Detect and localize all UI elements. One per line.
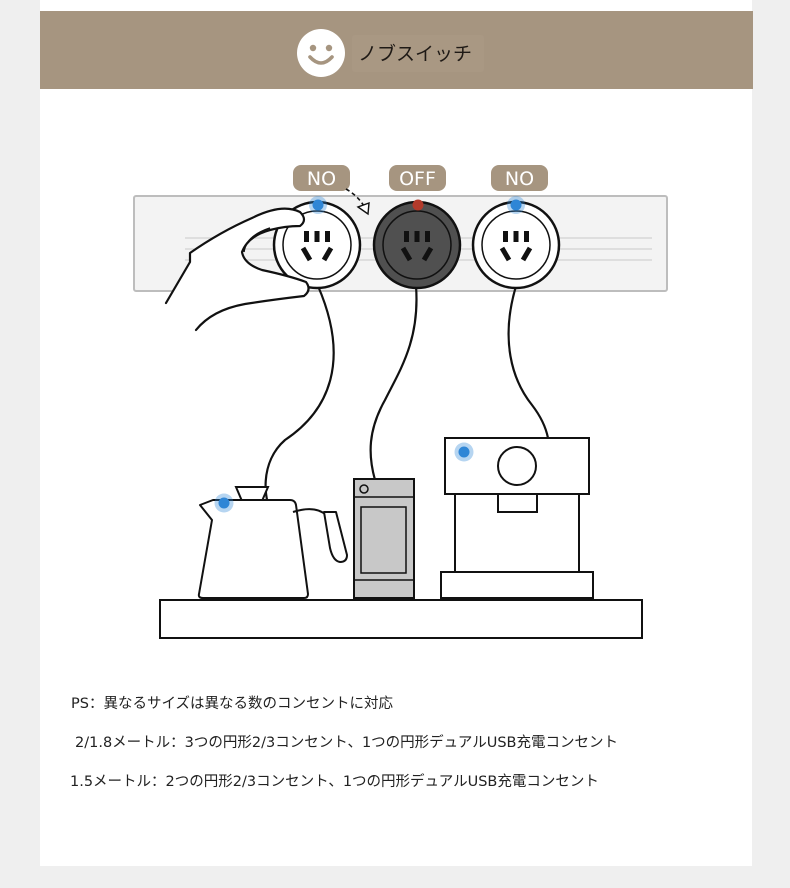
label-no-right	[491, 165, 548, 191]
water-dispenser-icon	[353, 478, 415, 599]
label-no-right-text: NO	[505, 168, 534, 190]
label-off-text: OFF	[399, 168, 436, 190]
socket-3-icon	[471, 200, 561, 290]
page-title: ノブスイッチ	[358, 43, 473, 65]
socket-1-indicator	[312, 199, 324, 211]
note-line-3: 1.5メートル：2つの円形2/3コンセント、1つの円形デュアルUSB充電コンセン…	[70, 774, 599, 790]
label-off	[389, 165, 446, 191]
coffee-machine-icon	[440, 437, 594, 599]
note-line-1: PS：異なるサイズは異なる数のコンセントに対応	[71, 696, 394, 712]
hand-icon	[164, 207, 310, 332]
title-chip	[352, 35, 484, 72]
kettle-icon	[197, 486, 348, 599]
label-no-left	[293, 165, 350, 191]
label-no-left-text: NO	[307, 168, 336, 190]
table	[159, 599, 643, 639]
smiley-icon	[297, 29, 345, 77]
socket-2-icon	[372, 200, 462, 290]
note-line-2: 2/1.8メートル：3つの円形2/3コンセント、1つの円形デュアルUSB充電コン…	[75, 735, 618, 751]
socket-3-indicator	[510, 199, 522, 211]
socket-2-indicator	[412, 199, 424, 211]
rotate-arrow-icon	[345, 188, 367, 211]
content-card	[40, 0, 752, 866]
